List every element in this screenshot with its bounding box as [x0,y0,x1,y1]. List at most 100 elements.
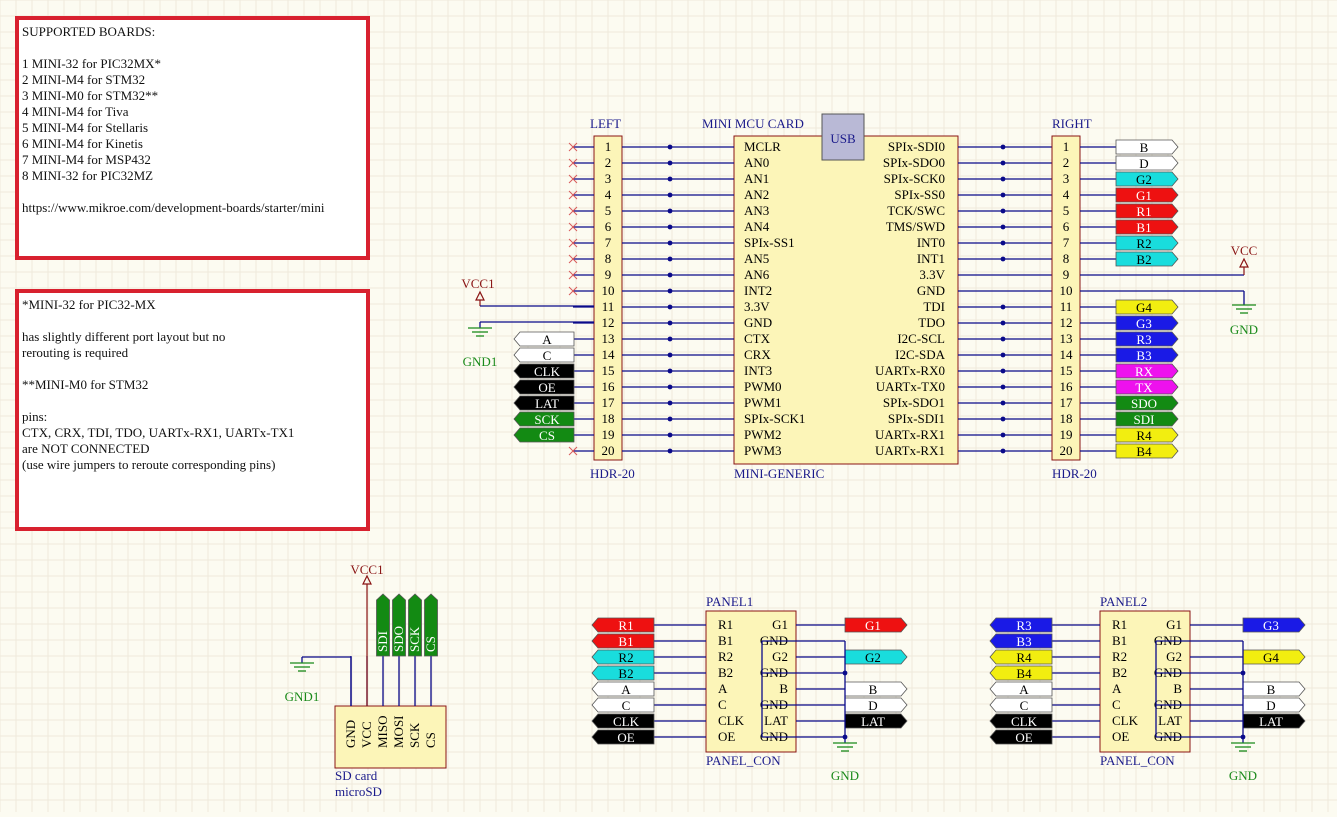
left-header-pin-number: 1 [605,139,612,154]
supported-boards-note: SUPPORTED BOARDS: 1 MINI-32 for PIC32MX*… [15,16,370,260]
mcu-pin-name: TDI [923,299,945,314]
junction-dot [1000,384,1006,390]
panel2-left-net-flag-label: A [1019,682,1029,697]
right-header-net-flag-label: B [1140,140,1149,155]
junction-dot [667,304,673,310]
right-header-net-flag [1115,315,1179,331]
vcc-power-symbol [362,574,372,585]
ground-label: GND [1229,768,1257,783]
sd-part-label: SD card [335,768,378,783]
junction-dot [1000,192,1006,198]
mcu-pin-name: 3.3V [744,299,770,314]
vcc1-label: VCC1 [461,276,494,291]
junction-dot [1000,240,1006,246]
mcu-pin-name: TDO [918,315,945,330]
mcu-pin-name: AN6 [744,267,770,282]
mcu-pin-name: PWM1 [744,395,782,410]
junction-dot [1000,256,1006,262]
no-connect-mark [568,174,578,184]
left-header-pin-number: 20 [602,443,615,458]
mcu-pin-name: SPIx-SS0 [894,187,945,202]
left-header-pin-number: 8 [605,251,612,266]
junction-dot [1000,352,1006,358]
right-header-net-flag-label: RX [1135,364,1154,379]
panel1-left-net-flag-label: CLK [613,714,640,729]
junction-dot [667,208,673,214]
right-header-body [1051,135,1081,461]
sd-net-flag-label: SCK [407,626,422,652]
left-header-pin-number: 6 [605,219,612,234]
panel1-left-net-flag-label: A [621,682,631,697]
mcu-pin-name: AN5 [744,251,769,266]
panel2-pin-name: B [1173,681,1182,696]
panel2-left-net-flag [989,617,1053,633]
panel2-designator: PANEL2 [1100,594,1147,609]
panel1-left-net-flag [591,665,655,681]
junction-dot [667,160,673,166]
panel1-left-net-flag-label: B1 [618,634,633,649]
sd-pin-name: VCC [359,721,374,748]
junction-dot [1000,448,1006,454]
panel2-pin-name: C [1112,697,1121,712]
panel1-pin-name: LAT [764,713,788,728]
right-header-net-flag [1115,235,1179,251]
junction-dot [667,400,673,406]
right-header-part: HDR-20 [1052,466,1097,481]
junction-dot [667,272,673,278]
no-connect-mark [568,446,578,456]
right-header-net-flag-label: B4 [1136,444,1152,459]
sd-net-flag [392,593,406,657]
left-header-net-flag [513,411,575,427]
left-header-designator: LEFT [590,116,621,131]
right-header-pin-number: 13 [1060,331,1073,346]
panel2-left-net-flag-label: OE [1015,730,1032,745]
left-header-net-flag [513,427,575,443]
mcu-pin-name: SPIx-SCK0 [884,171,945,186]
mcu-pin-name: SPIx-SDO1 [883,395,945,410]
mcu-pin-name: AN0 [744,155,769,170]
left-header-pin-number: 5 [605,203,612,218]
panel2-pin-name: B2 [1112,665,1127,680]
right-header-net-flag-label: B2 [1136,252,1151,267]
junction-dot [1000,432,1006,438]
sd-card-body [334,705,447,769]
mcu-pin-name: GND [917,283,945,298]
left-header-pin-number: 18 [602,411,615,426]
right-header-pin-number: 5 [1063,203,1070,218]
mcu-pin-name: PWM3 [744,443,782,458]
mcu-pin-name: I2C-SDA [895,347,945,362]
right-header-net-flag-label: SDI [1134,412,1155,427]
panel2-pin-name: CLK [1112,713,1139,728]
vcc-power-symbol [1239,257,1249,268]
mcu-pin-name: SPIx-SCK1 [744,411,805,426]
mcu-pin-name: TMS/SWD [886,219,945,234]
panel2-left-net-flag-label: B3 [1016,634,1031,649]
junction-dot [667,416,673,422]
right-header-pin-number: 10 [1060,283,1073,298]
left-header-pin-number: 13 [602,331,615,346]
panel1-pin-name: R2 [718,649,733,664]
right-header-pin-number: 16 [1060,379,1074,394]
panel2-left-net-flag-label: B4 [1016,666,1032,681]
left-header-net-flag [513,395,575,411]
right-header-net-flag-label: G2 [1136,172,1152,187]
right-header-pin-number: 14 [1060,347,1074,362]
panel1-left-net-flag-label: R1 [618,618,633,633]
left-header-pin-number: 10 [602,283,615,298]
left-header-net-flag-label: C [543,348,552,363]
panel1-body [705,610,797,753]
panel2-right-net-flag-label: B [1267,682,1276,697]
sd-pin-name: SCK [407,722,422,748]
panel2-pin-name: B1 [1112,633,1127,648]
panel1-left-net-flag [591,633,655,649]
left-header-pin-number: 4 [605,187,612,202]
junction-dot [1000,400,1006,406]
sd-vcc1-label: VCC1 [350,562,383,577]
panel2-pin-name: R1 [1112,617,1127,632]
sd-net-flag [376,593,390,657]
right-header-net-flag-label: B1 [1136,220,1151,235]
panel1-left-net-flag [591,617,655,633]
mcu-pin-name: INT3 [744,363,772,378]
right-header-pin-number: 8 [1063,251,1070,266]
right-header-net-flag [1115,379,1179,395]
